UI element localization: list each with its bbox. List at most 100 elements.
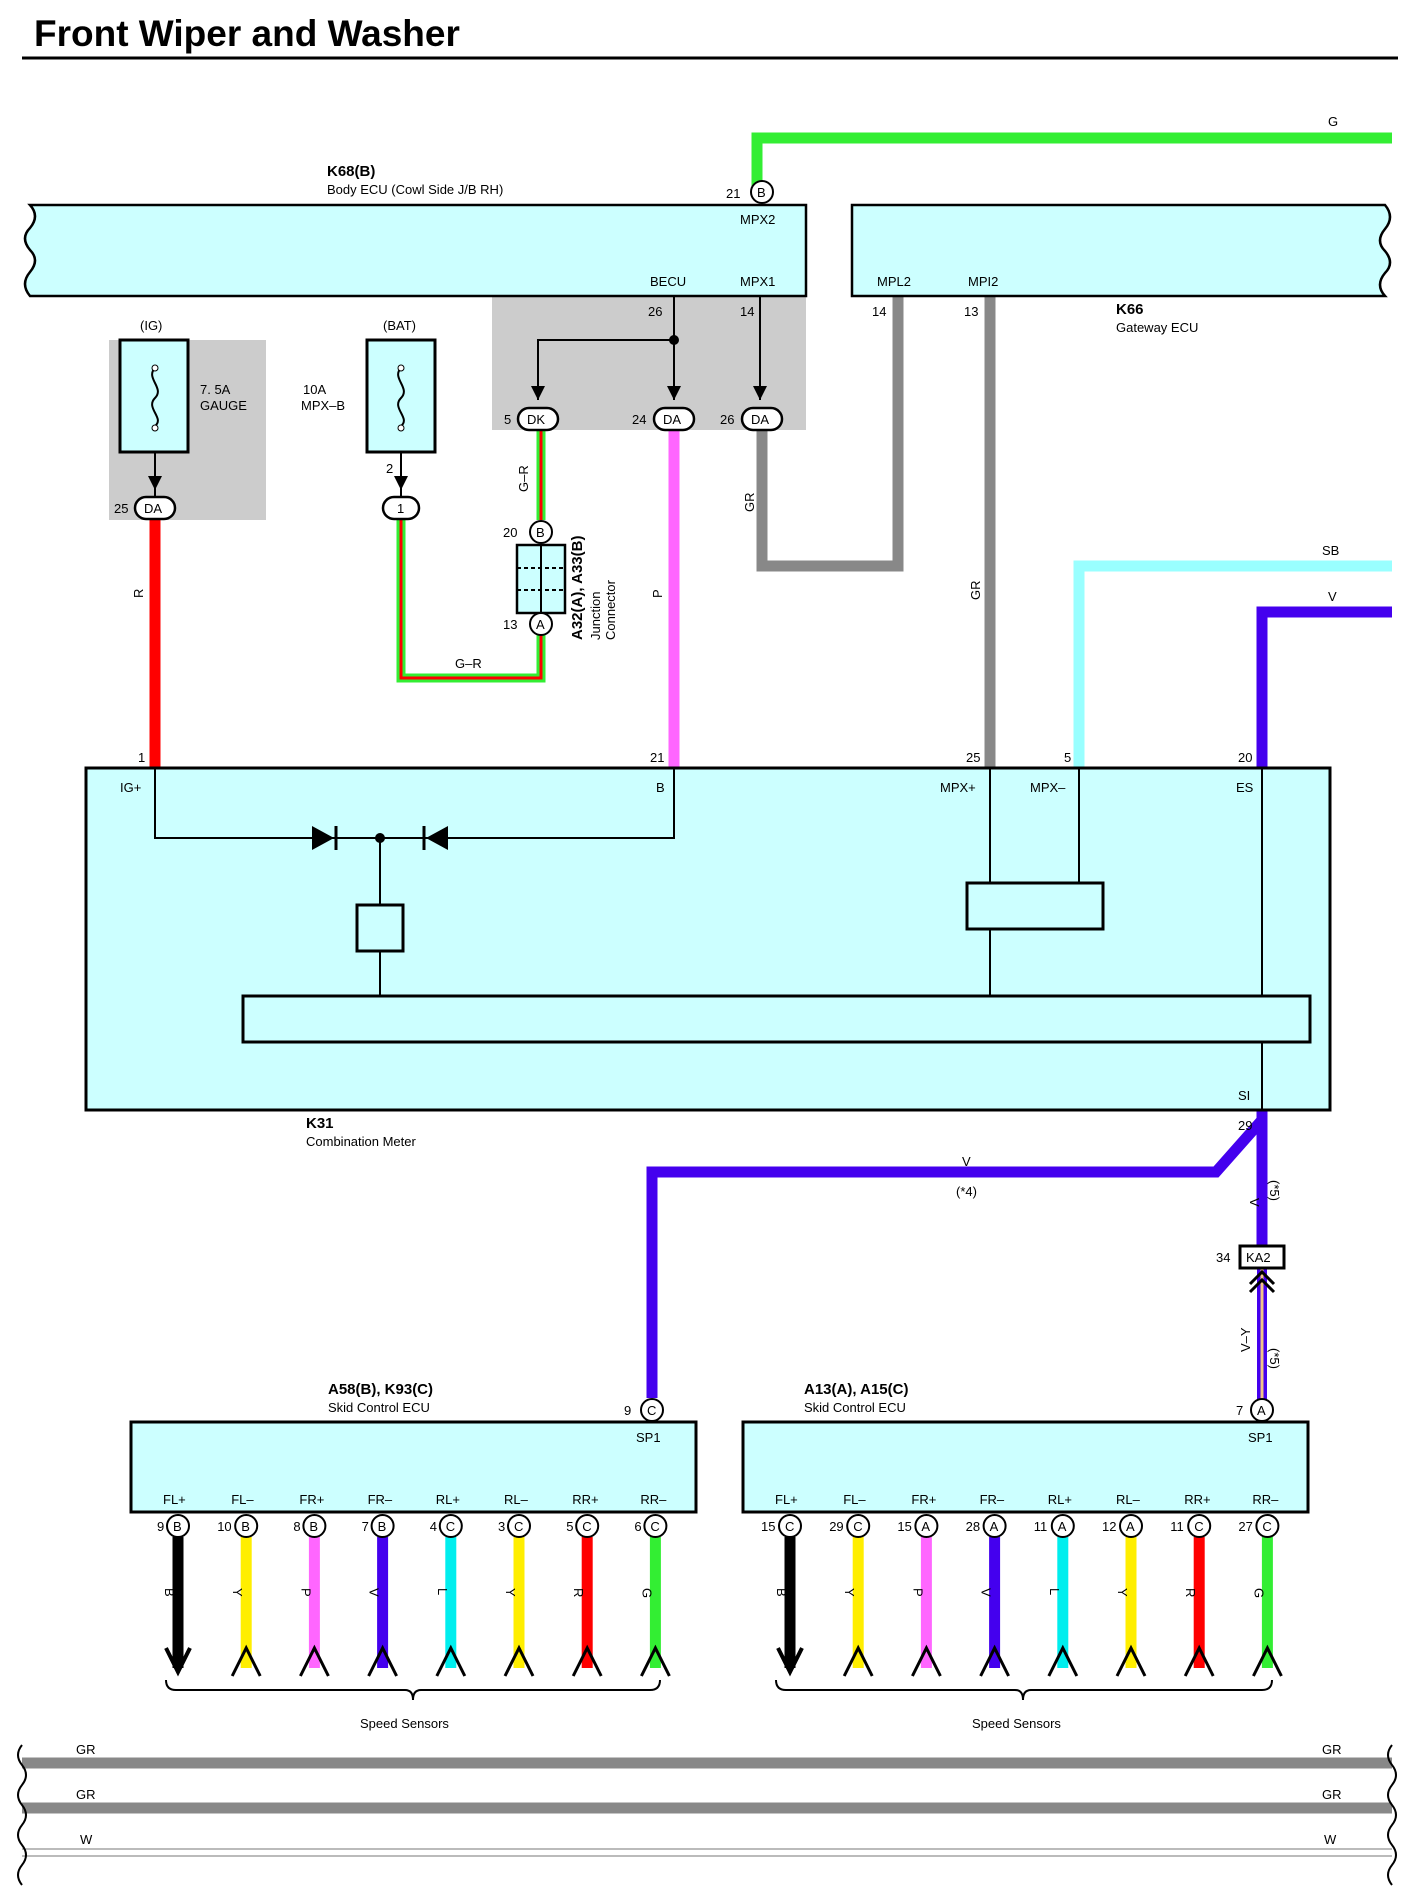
skid2-pin-0-arrow-down [776, 1647, 804, 1677]
fuse-gauge [118, 338, 190, 454]
skid2-pin-6-connector [1187, 1514, 1212, 1538]
skid1-sp1-connector [640, 1398, 664, 1422]
meter-es-label: ES [1236, 780, 1254, 795]
skid2-pin-6-conn: C [1194, 1519, 1203, 1534]
meter-mpxp-label: MPX+ [940, 780, 976, 795]
skid2-pin-5-label: RL– [1116, 1492, 1141, 1507]
skid2-pin-6-arrow-up [1183, 1644, 1215, 1677]
skid2-pin-2-arrow-up [911, 1644, 942, 1677]
skid1-pin-0-conn: B [173, 1519, 182, 1534]
mpx2-conn-letter: B [757, 185, 766, 200]
bus2-label-left: GR [76, 1787, 96, 1802]
pin-mpl2-label: MPL2 [877, 274, 911, 289]
skid2-pin-7-label: RR– [1252, 1492, 1279, 1507]
fuse-bat-connector [381, 495, 421, 521]
skid1-pin-7-arrow-up [640, 1644, 671, 1677]
skid1-pin-3-conn: B [378, 1519, 387, 1534]
skid1-ecu-box [129, 1420, 698, 1514]
skid1-pin-2-label: FR+ [299, 1492, 324, 1507]
skid2-pin-3-wire-color: V [979, 1588, 994, 1597]
skid1-pin-1-connector [234, 1514, 259, 1538]
skid1-pin-5-arrow-up [503, 1644, 535, 1677]
skid1-pin-2-wire-color: P [298, 1588, 313, 1597]
wire-label-g: G [1328, 114, 1338, 129]
bus-break-right [1387, 1744, 1397, 1886]
ka2-arrow-1 [1248, 1269, 1276, 1286]
skid2-pin-0-label: FL+ [775, 1492, 798, 1507]
jb-dk-pin: 5 [504, 412, 511, 427]
skid1-pin-3-arrow-up [367, 1644, 398, 1677]
fuse-bat-pin: 2 [386, 461, 393, 476]
bus3-label-left: W [80, 1832, 93, 1847]
fuse-ig-arrow [148, 476, 162, 490]
pin-mpx2-no: 21 [726, 186, 740, 201]
meter-mpxp-no: 25 [966, 750, 980, 765]
skid1-pin-6-conn: C [582, 1519, 591, 1534]
skid1-sensors-label: Speed Sensors [360, 1716, 449, 1731]
fuse-bat-name: MPX–B [301, 398, 345, 413]
junction-name-1: Junction [588, 592, 603, 640]
pin-mpx1-no: 14 [740, 304, 754, 319]
jb-da24-connector [652, 406, 696, 432]
fuse-mpxb-terminal-bottom [397, 424, 405, 432]
skid1-pin-4-conn: C [446, 1519, 455, 1534]
skid2-pin-3-no: 28 [966, 1519, 980, 1534]
skid2-sensors-label: Speed Sensors [972, 1716, 1061, 1731]
skid1-pin-2-connector [302, 1514, 327, 1538]
skid1-name: Skid Control ECU [328, 1400, 430, 1415]
skid1-pin-5-conn: C [514, 1519, 523, 1534]
skid1-pin-7-no: 6 [634, 1519, 641, 1534]
skid2-pin-3-arrow-up [979, 1644, 1010, 1677]
meter-b-label: B [656, 780, 665, 795]
wire-label-gr-mpi2: GR [968, 581, 983, 601]
junction-bottom-connector [529, 612, 553, 636]
meter-es-no: 20 [1238, 750, 1252, 765]
skid1-pin-1-conn: B [241, 1519, 250, 1534]
junction-name-2: Connector [603, 579, 618, 640]
skid2-pin-6-label: RR+ [1184, 1492, 1210, 1507]
skid2-pin-6-wire-color: R [1183, 1588, 1198, 1597]
ka2-connector [1238, 1244, 1286, 1270]
pin-becu-no: 26 [648, 304, 662, 319]
pin-mpi2-no: 13 [964, 304, 978, 319]
gateway-ecu-code: K66 [1116, 301, 1144, 318]
skid2-pin-6-no: 11 [1170, 1519, 1184, 1534]
bus1-label-right: GR [1322, 1742, 1342, 1757]
meter-si-label: SI [1238, 1088, 1250, 1103]
wire-label-v-top: V [1328, 589, 1337, 604]
meter-regulator-block [355, 903, 405, 953]
skid1-pin-group: FL+B9BFL–B10YFR+B8PFR–B7VRL+C4LRL–C3YRR+… [157, 1492, 671, 1677]
skid2-pin-5-wire-color: Y [1115, 1588, 1130, 1597]
skid1-pin-2-arrow-up [299, 1644, 330, 1677]
junction-top-conn: B [536, 525, 545, 540]
pin-mpx1-label: MPX1 [740, 274, 775, 289]
skid2-pin-0-conn: C [785, 1519, 794, 1534]
skid2-pin-4-label: RL+ [1048, 1492, 1072, 1507]
becu-splice [669, 335, 679, 345]
wire-label-gr-bat: G–R [455, 656, 482, 671]
ka2-pin: 34 [1216, 1250, 1230, 1265]
meter-cpu-block [241, 994, 1312, 1044]
skid2-pin-1-no: 29 [829, 1519, 843, 1534]
skid2-pin-7-connector [1255, 1514, 1280, 1538]
meter-mpxm-no: 5 [1064, 750, 1071, 765]
skid2-sp1-connector [1250, 1398, 1274, 1422]
meter-power-line [154, 768, 675, 839]
fuse-mpxb-element [397, 367, 405, 427]
bus2-label-right: GR [1322, 1787, 1342, 1802]
meter-diode-right [426, 826, 448, 850]
bus1-label-left: GR [76, 1742, 96, 1757]
skid2-pin-group: FL+C15BFL–C29YFR+A15PFR–A28VRL+A11LRL–A1… [761, 1492, 1283, 1677]
body-ecu-box [23, 203, 808, 298]
skid1-sp1-no: 9 [624, 1403, 631, 1418]
skid2-pin-3-conn: A [990, 1519, 999, 1534]
wire-v-top [1256, 606, 1392, 768]
wire-sb [1073, 560, 1392, 768]
skid1-sp1-label: SP1 [636, 1430, 661, 1445]
skid2-pin-0-connector [778, 1514, 802, 1538]
wire-label-vy: V–Y [1238, 1327, 1253, 1352]
skid2-pin-5-no: 12 [1102, 1519, 1116, 1534]
skid1-pin-6-label: RR+ [572, 1492, 598, 1507]
fuse-gauge-terminal-top [151, 364, 159, 372]
